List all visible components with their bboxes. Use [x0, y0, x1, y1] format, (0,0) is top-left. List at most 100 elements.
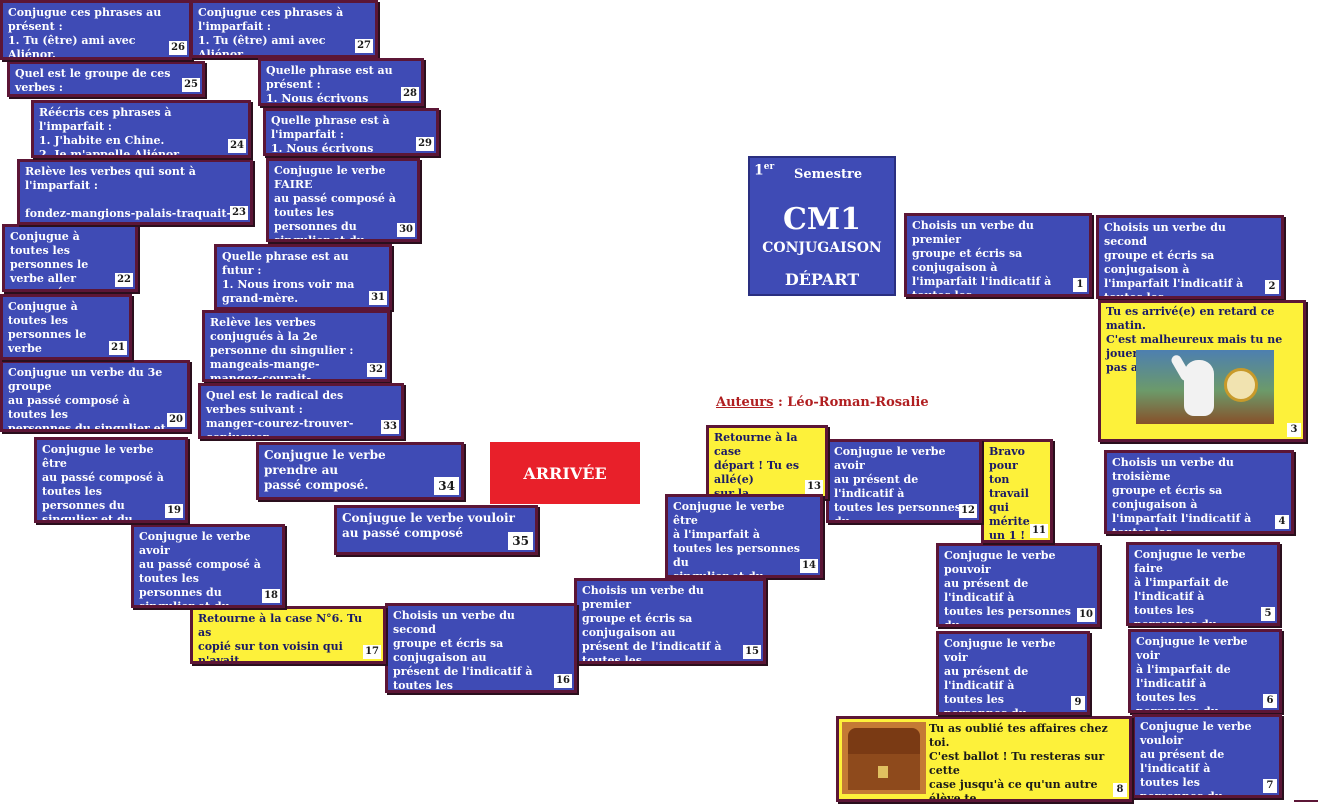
start-label: DÉPART	[784, 270, 860, 289]
board-square-30[interactable]: Conjugue le verbe FAIRE au passé composé…	[266, 158, 420, 242]
square-text: Relève les verbes qui sont à l'imparfait…	[25, 165, 232, 222]
square-text: Quelle phrase est au futur : 1. Nous iro…	[222, 250, 355, 307]
square-text: Choisis un verbe du troisième groupe et …	[1112, 456, 1252, 534]
board-square-29[interactable]: Quelle phrase est à l'imparfait : 1. Nou…	[263, 108, 439, 156]
square-text: Conjugue le verbe être au passé composé …	[42, 443, 164, 523]
square-text: Conjugue le verbe faire à l'imparfait de…	[1134, 548, 1246, 626]
white-rabbit-icon	[1136, 350, 1274, 424]
board-square-25[interactable]: Quel est le groupe de ces verbes : mange…	[7, 61, 205, 97]
board-square-16[interactable]: Choisis un verbe du second groupe et écr…	[385, 603, 577, 693]
board-square-27[interactable]: Conjugue ces phrases à l'imparfait : 1. …	[190, 0, 378, 58]
square-text: Conjugue le verbe prendre au passé compo…	[264, 448, 386, 492]
square-text: Réécris ces phrases à l'imparfait : 1. J…	[39, 106, 180, 158]
square-number: 28	[401, 87, 419, 101]
board-square-4[interactable]: Choisis un verbe du troisième groupe et …	[1104, 450, 1294, 534]
square-text: Quel est le radical des verbes suivant :…	[206, 389, 354, 439]
board-square-13[interactable]: Retourne à la case départ ! Tu es allé(e…	[706, 425, 828, 499]
square-number: 26	[169, 41, 187, 55]
subject-label: CONJUGAISON	[762, 240, 882, 256]
authors-names: : Léo-Roman-Rosalie	[773, 395, 929, 410]
board-square-26[interactable]: Conjugue ces phrases au présent : 1. Tu …	[0, 0, 192, 60]
square-number: 25	[182, 78, 200, 92]
square-text: Retourne à la case départ ! Tu es allé(e…	[714, 431, 800, 499]
board-square-10[interactable]: Conjugue le verbe pouvoir au présent de …	[936, 543, 1100, 627]
square-number: 17	[363, 645, 381, 659]
semester-label: Semestre	[794, 167, 863, 182]
board-square-18[interactable]: Conjugue le verbe avoir au passé composé…	[131, 524, 285, 608]
square-text: Quelle phrase est à l'imparfait : 1. Nou…	[271, 114, 390, 155]
square-number: 1	[1073, 278, 1087, 292]
square-number: 18	[262, 589, 280, 603]
square-number: 16	[554, 674, 572, 688]
board-square-33[interactable]: Quel est le radical des verbes suivant :…	[198, 383, 404, 439]
square-number: 21	[109, 341, 127, 355]
square-number: 15	[743, 645, 761, 659]
square-text: Choisis un verbe du second groupe et écr…	[393, 609, 533, 692]
square-text: Quelle phrase est au présent : 1. Nous é…	[266, 64, 393, 105]
board-square-28[interactable]: Quelle phrase est au présent : 1. Nous é…	[258, 58, 424, 106]
board-square-9[interactable]: Conjugue le verbe voir au présent de l'i…	[936, 631, 1090, 715]
square-number: 13	[805, 480, 823, 494]
square-text: Choisis un verbe du premier groupe et éc…	[912, 219, 1052, 297]
square-text: Conjugue le verbe vouloir au présent de …	[1140, 720, 1252, 798]
board-square-20[interactable]: Conjugue un verbe du 3e groupe au passé …	[0, 360, 190, 432]
square-text: Conjugue le verbe avoir au présent de l'…	[834, 445, 961, 523]
board-square-23[interactable]: Relève les verbes qui sont à l'imparfait…	[17, 159, 253, 225]
square-text: Tu as oublié tes affaires chez toi. C'es…	[929, 722, 1108, 802]
square-text: Conjugue un verbe du 3e groupe au passé …	[8, 366, 166, 432]
board-square-11[interactable]: Bravo pour ton travail qui mérite un 1 !…	[981, 439, 1053, 543]
board-square-7[interactable]: Conjugue le verbe vouloir au présent de …	[1132, 714, 1282, 798]
square-text: Conjugue le verbe voir au présent de l'i…	[944, 637, 1056, 715]
square-text: Choisis un verbe du second groupe et écr…	[1104, 221, 1244, 299]
square-number: 2	[1265, 280, 1279, 294]
board-square-6[interactable]: Conjugue le verbe voir à l'imparfait de …	[1128, 629, 1282, 713]
authors-line: Auteurs : Léo-Roman-Rosalie	[716, 395, 929, 410]
board-square-15[interactable]: Choisis un verbe du premier groupe et éc…	[574, 578, 766, 664]
square-text: Conjugue à toutes les personnes le verbe…	[10, 230, 89, 289]
divider	[1294, 800, 1318, 802]
square-number: 8	[1113, 783, 1127, 797]
board-square-17[interactable]: Retourne à la case N°6. Tu as copié sur …	[190, 606, 386, 664]
square-number: 29	[416, 137, 434, 151]
square-number: 23	[230, 206, 248, 220]
square-number: 3	[1287, 423, 1301, 437]
square-text: Relève les verbes conjugués à la 2e pers…	[210, 316, 354, 382]
square-number: 12	[959, 504, 977, 518]
board-square-32[interactable]: Relève les verbes conjugués à la 2e pers…	[202, 310, 390, 382]
board-square-19[interactable]: Conjugue le verbe être au passé composé …	[34, 437, 188, 523]
square-number: 5	[1261, 607, 1275, 621]
square-number: 34	[434, 477, 459, 495]
square-number: 6	[1263, 694, 1277, 708]
square-number: 24	[228, 139, 246, 153]
square-number: 19	[165, 504, 183, 518]
square-number: 10	[1077, 608, 1095, 622]
finish-tile: ARRIVÉE	[490, 442, 640, 504]
board-square-12[interactable]: Conjugue le verbe avoir au présent de l'…	[826, 439, 982, 523]
square-text: Conjugue le verbe être à l'imparfait à t…	[673, 500, 800, 578]
square-text: Conjugue le verbe vouloir au passé compo…	[342, 511, 515, 540]
square-text: Conjugue ces phrases à l'imparfait : 1. …	[198, 6, 344, 58]
treasure-chest-icon	[842, 722, 926, 794]
square-text: Choisis un verbe du premier groupe et éc…	[582, 584, 722, 664]
board-square-35[interactable]: Conjugue le verbe vouloir au passé compo…	[334, 505, 538, 555]
board-square-22[interactable]: Conjugue à toutes les personnes le verbe…	[2, 224, 138, 292]
start-tile-semester: 1er Semestre CM1 CONJUGAISON DÉPART	[748, 156, 896, 296]
square-number: 22	[115, 273, 133, 287]
board-square-31[interactable]: Quelle phrase est au futur : 1. Nous iro…	[214, 244, 392, 310]
board-square-14[interactable]: Conjugue le verbe être à l'imparfait à t…	[665, 494, 823, 578]
square-text: Conjugue le verbe pouvoir au présent de …	[944, 549, 1071, 627]
square-text: Conjugue le verbe voir à l'imparfait de …	[1136, 635, 1248, 713]
square-number: 27	[355, 39, 373, 53]
board-square-1[interactable]: Choisis un verbe du premier groupe et éc…	[904, 213, 1092, 297]
square-text: Bravo pour ton travail qui mérite un 1 !…	[989, 445, 1030, 542]
board-square-5[interactable]: Conjugue le verbe faire à l'imparfait de…	[1126, 542, 1280, 626]
board-square-24[interactable]: Réécris ces phrases à l'imparfait : 1. J…	[31, 100, 251, 158]
square-number: 4	[1275, 515, 1289, 529]
square-text: Conjugue à toutes les personnes le verbe…	[8, 300, 87, 357]
authors-label: Auteurs	[716, 395, 774, 410]
semester-ordinal: 1er	[754, 162, 775, 179]
board-square-34[interactable]: Conjugue le verbe prendre au passé compo…	[256, 442, 464, 500]
board-square-21[interactable]: Conjugue à toutes les personnes le verbe…	[0, 294, 132, 360]
board-square-2[interactable]: Choisis un verbe du second groupe et écr…	[1096, 215, 1284, 299]
square-text: Conjugue le verbe FAIRE au passé composé…	[274, 164, 396, 242]
